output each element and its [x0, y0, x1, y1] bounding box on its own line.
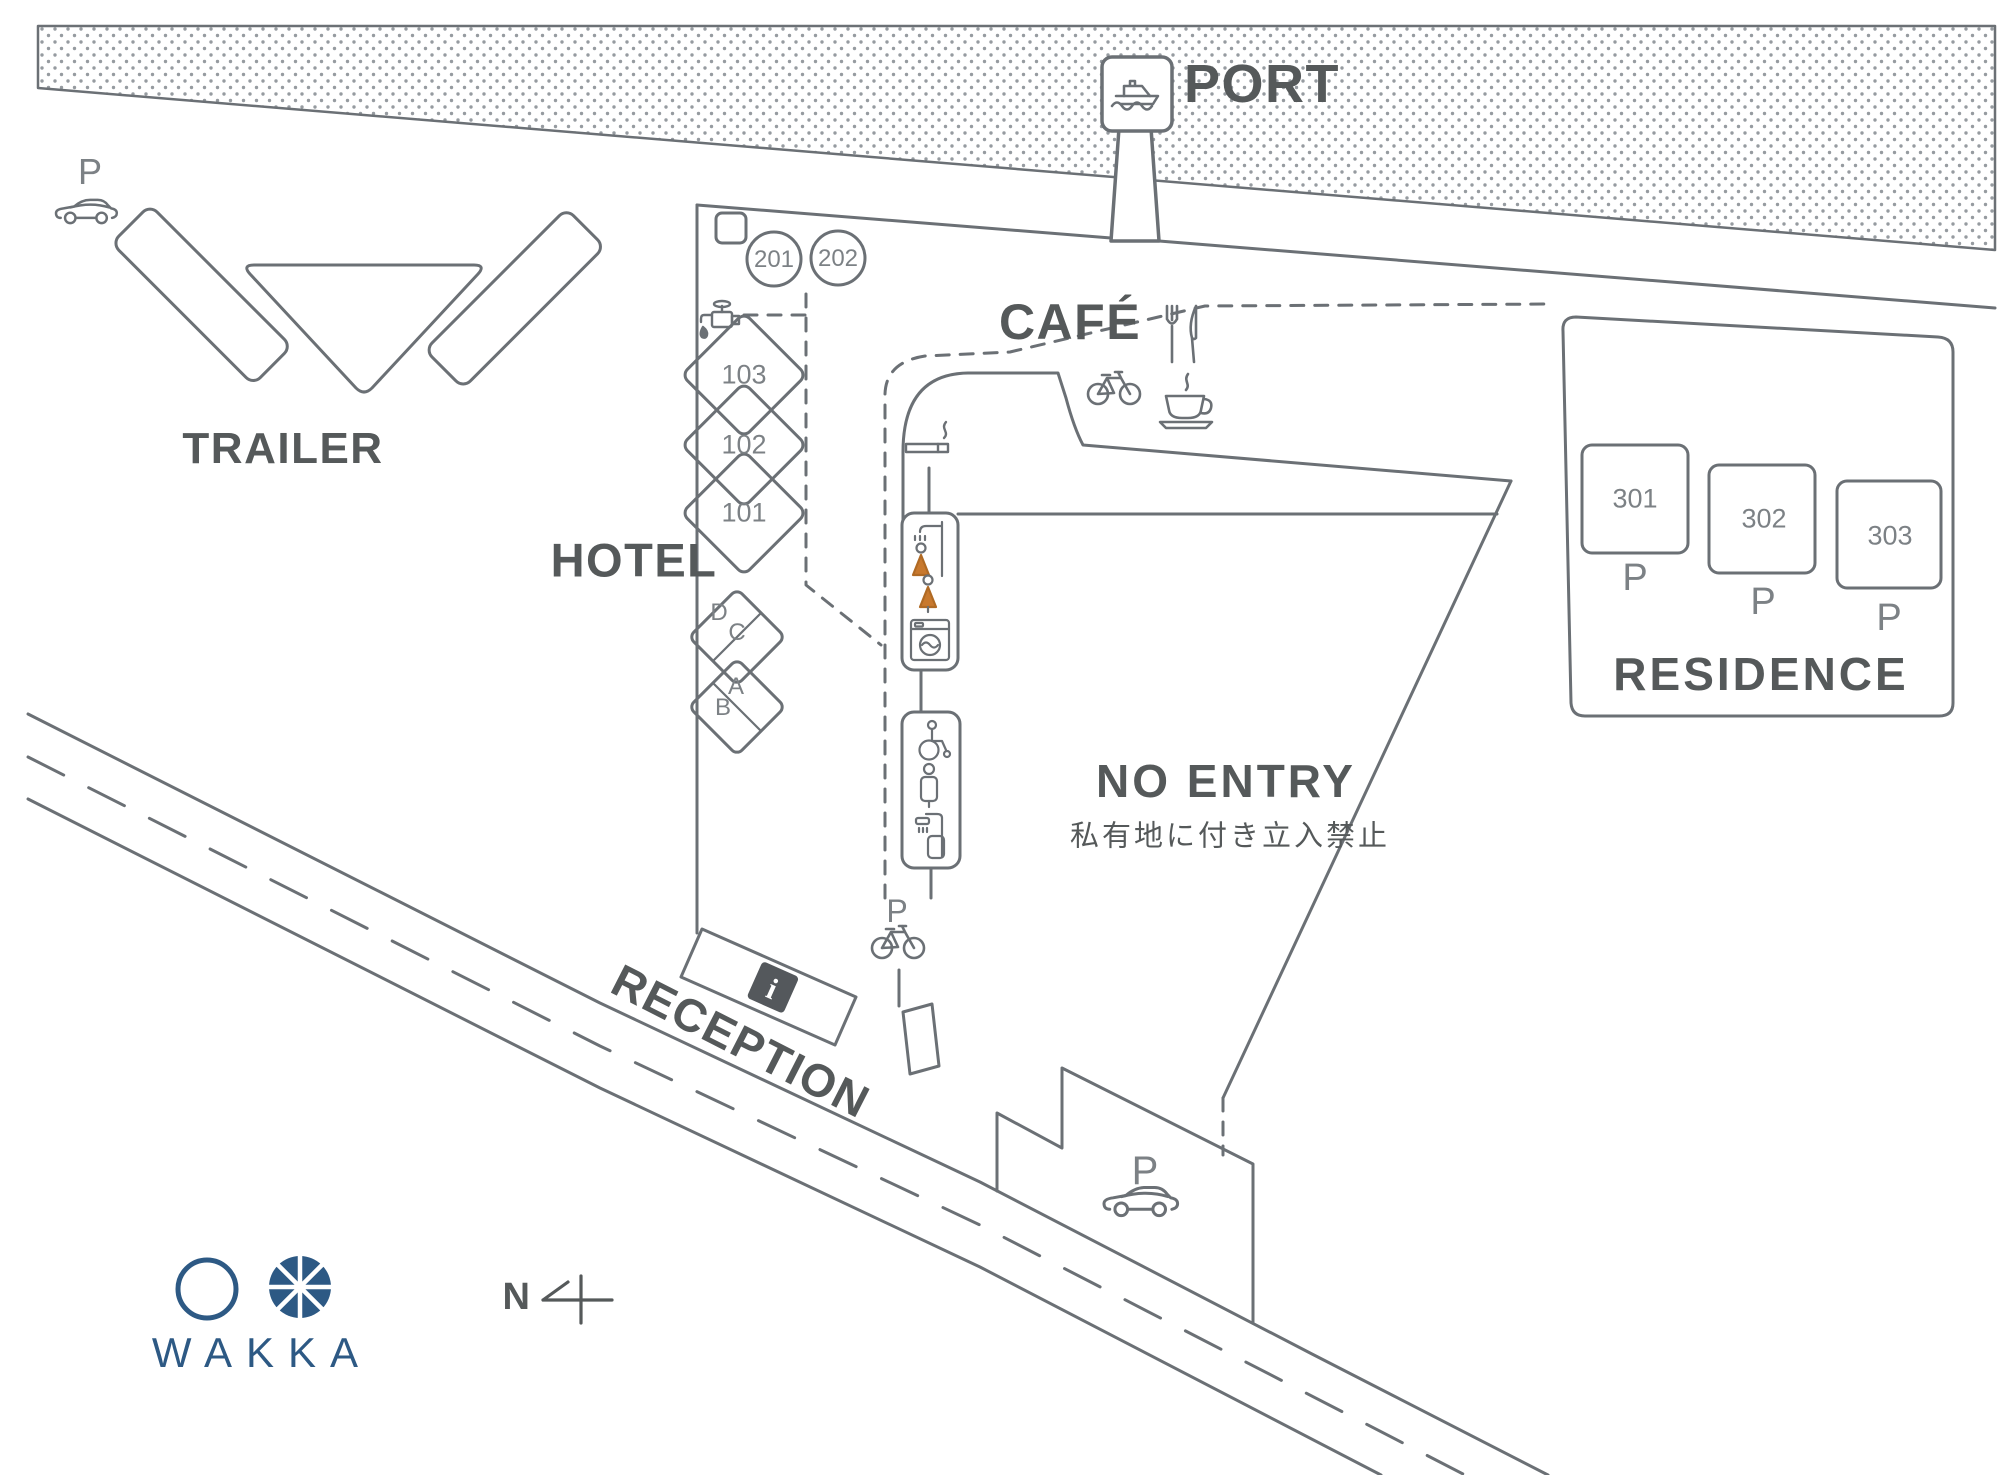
info-icon: i	[747, 962, 799, 1013]
kiosk-quad	[901, 1002, 941, 1076]
trailer-parking-p-label: P	[77, 151, 103, 192]
trailer-triangle	[245, 263, 483, 394]
ferry-icon	[1110, 79, 1160, 111]
road-edge-top	[26, 712, 1550, 1475]
cafe-outline	[901, 371, 1513, 630]
cafe-label: CAFÉ	[998, 294, 1142, 350]
road-centerline	[26, 755, 1467, 1475]
unit-d-label: D	[710, 599, 728, 626]
trailer-label: TRAILER	[182, 424, 384, 473]
room-102-label: 102	[721, 429, 767, 460]
unit-c-label: C	[728, 619, 746, 646]
site-boundary-lines	[695, 203, 1997, 1100]
no-entry-subtitle: 私有地に付き立入禁止	[1069, 820, 1391, 853]
room-301-parking-p-label: P	[1622, 557, 1648, 599]
port-label: PORT	[1183, 54, 1341, 114]
bicycle-icon	[870, 924, 926, 960]
path-cafe-west	[883, 302, 1555, 900]
room-202-label: 202	[817, 245, 859, 272]
car-parking-p-label: P	[1131, 1149, 1159, 1193]
room-201-label: 201	[753, 246, 795, 273]
room-301-label: 301	[1612, 483, 1658, 514]
trailer-pad-left	[114, 207, 289, 382]
wakka-logo-text: WAKKA	[151, 1329, 373, 1376]
toilet-person-icon	[919, 762, 939, 809]
washing-machine-icon	[909, 618, 951, 662]
residence-label: RESIDENCE	[1613, 648, 1909, 700]
unit-b-label: B	[714, 694, 732, 721]
shower-person-icon	[918, 574, 938, 614]
room-303-box	[1835, 479, 1943, 590]
room-101-label: 101	[721, 497, 767, 528]
port-sign	[1100, 55, 1174, 243]
car-parking-lot	[995, 1066, 1255, 1325]
room-303-parking-p-label: P	[1876, 597, 1902, 639]
faucet-icon	[699, 299, 741, 339]
wheelchair-icon	[918, 719, 952, 761]
path-hotel-down	[804, 292, 883, 647]
walking-paths	[742, 292, 1555, 1157]
boundary-east	[1221, 479, 1513, 1100]
boundary-west-shore	[695, 203, 1113, 240]
residence-area	[1561, 315, 1955, 718]
hotel-label: HOTEL	[550, 533, 718, 587]
trailer-area	[114, 207, 602, 394]
residence-outline	[1561, 315, 1955, 718]
unit-a-label: A	[727, 673, 745, 700]
shower-stall-icon	[914, 812, 946, 860]
coffee-cup-icon	[1158, 372, 1214, 430]
room-101-diamond	[683, 452, 805, 574]
wakka-mark-icon	[175, 1253, 334, 1321]
room-103-label: 103	[721, 359, 767, 390]
reception-building: i	[679, 927, 858, 1047]
car-icon	[54, 198, 119, 225]
room-201-circle	[745, 230, 803, 288]
room-202-circle	[809, 229, 867, 287]
hotel-area	[683, 211, 867, 754]
unit-dc-divider	[711, 611, 763, 663]
room-302-box	[1707, 463, 1817, 575]
room-302-label: 302	[1741, 503, 1787, 534]
trailer-pad-right	[427, 211, 602, 386]
sea-area	[36, 24, 1997, 252]
compass-arrow-icon	[541, 1274, 614, 1325]
compass-n-label: N	[502, 1276, 532, 1318]
room-103-diamond	[683, 314, 805, 436]
bicycle-icon	[1086, 370, 1142, 406]
road-edge-bottom	[26, 797, 1383, 1475]
road	[26, 712, 1550, 1475]
room-303-label: 303	[1867, 520, 1913, 551]
unit-ab-divider	[711, 681, 763, 733]
smoking-icon	[904, 420, 950, 454]
fork-knife-icon	[1165, 304, 1198, 364]
no-entry-title: NO ENTRY	[1096, 755, 1356, 807]
boundary-east-shore	[1157, 239, 1997, 310]
room-301-box	[1580, 443, 1690, 555]
shower-person-icon	[911, 520, 944, 578]
room-302-parking-p-label: P	[1750, 581, 1776, 623]
hotel-shed	[714, 211, 748, 245]
bicycle-parking-p-label: P	[886, 893, 908, 929]
room-102-diamond	[683, 384, 805, 506]
